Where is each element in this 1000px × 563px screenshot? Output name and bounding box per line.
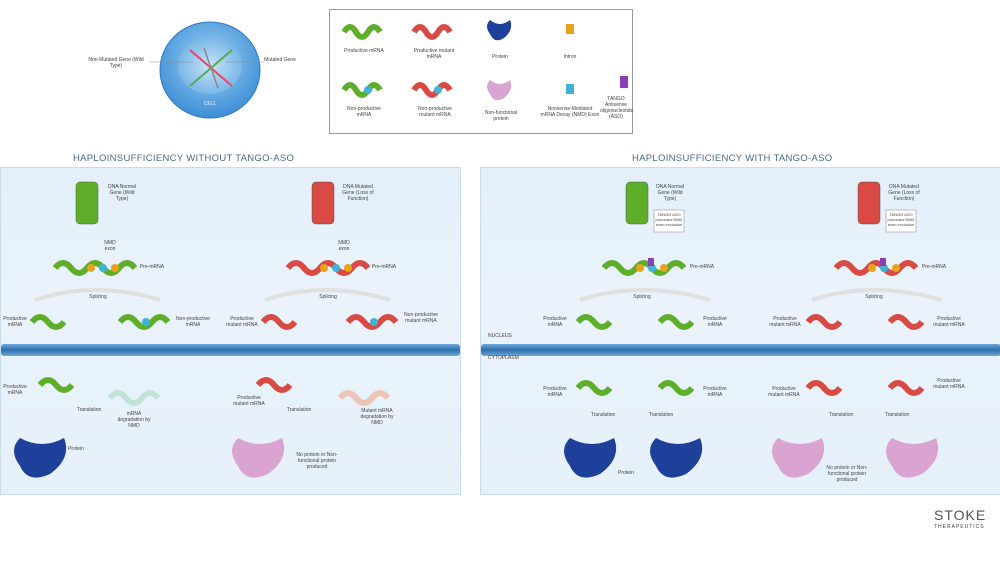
- left-translation-1: Translation: [76, 407, 102, 413]
- right-protein-label: Protein: [618, 470, 634, 476]
- left-nmd-exon-2: NMD exon: [338, 240, 350, 252]
- left-no-protein-label: No protein or Non-functional protein pro…: [296, 452, 338, 470]
- right-productive-mrna-c: Productive mRNA: [543, 386, 567, 398]
- nuclear-membrane-right: [481, 344, 1000, 356]
- left-productive-mrna-cyto: Productive mRNA: [3, 384, 27, 396]
- legend-item-protein: Protein: [492, 54, 508, 60]
- right-translation-b: Translation: [648, 412, 674, 418]
- right-productive-mrna-a: Productive mRNA: [543, 316, 567, 328]
- left-splicing-2: Splicing: [319, 294, 337, 300]
- left-translation-2: Translation: [286, 407, 312, 413]
- cytoplasm-label: CYTOPLASM: [488, 355, 519, 361]
- right-translation-d: Translation: [884, 412, 910, 418]
- left-pre-mrna-1: Pre-mRNA: [139, 264, 165, 270]
- right-productive-mutant-mrna-c: Productive mutant mRNA: [768, 386, 800, 398]
- right-dna-mut-label: DNA Mutated Gene (Loss of Function): [888, 184, 920, 202]
- right-productive-mutant-mrna-a: Productive mutant mRNA: [769, 316, 801, 328]
- cell-right-label: Mutated Gene: [264, 57, 296, 63]
- right-productive-mutant-mrna-d: Productive mutant mRNA: [933, 378, 965, 390]
- legend-item-productive-mrna: Productive mRNA: [344, 48, 384, 54]
- right-splicing-2: Splicing: [865, 294, 883, 300]
- left-productive-mutant-mrna: Productive mutant mRNA: [226, 316, 258, 328]
- right-translation-c: Translation: [828, 412, 854, 418]
- right-splicing-1: Splicing: [633, 294, 651, 300]
- legend-item-non-productive-mrna: Non-productive mRNA: [347, 106, 381, 118]
- legend-item-non-functional-protein: Non-functional protein: [484, 110, 518, 122]
- right-productive-mrna-b: Productive mRNA: [703, 316, 727, 328]
- left-dna-mut-label: DNA Mutated Gene (Loss of Function): [342, 184, 374, 202]
- nuclear-membrane: [1, 344, 460, 356]
- right-aso-note-1: TANGO ASO promotes NMD exon exclusion: [655, 212, 683, 227]
- left-productive-mutant-mrna-cyto: Productive mutant mRNA: [233, 395, 265, 407]
- left-productive-mrna: Productive mRNA: [3, 316, 27, 328]
- right-productive-mrna-d: Productive mRNA: [703, 386, 727, 398]
- legend-item-productive-mutant-mrna: Productive mutant mRNA: [413, 48, 455, 60]
- right-panel-title: HAPLOINSUFFICIENCY WITH TANGO-ASO: [632, 153, 833, 164]
- left-pre-mrna-2: Pre-mRNA: [371, 264, 397, 270]
- nucleus-label: NUCLEUS: [488, 333, 512, 339]
- legend-item-intron: Intron: [563, 54, 577, 60]
- left-mutant-mrna-degradation: Mutant mRNA degradation by NMD: [360, 408, 394, 426]
- left-nmd-exon-1: NMD exon: [104, 240, 116, 252]
- right-pre-mrna-2: Pre-mRNA: [921, 264, 947, 270]
- left-non-productive-mrna: Non-productive mRNA: [176, 316, 210, 328]
- right-dna-wt-label: DNA Normal Gene (Wild Type): [656, 184, 684, 202]
- right-translation-a: Translation: [590, 412, 616, 418]
- left-splicing-1: Splicing: [89, 294, 107, 300]
- right-no-protein-label: No protein or Non-functional protein pro…: [826, 465, 868, 483]
- cell-center-label: CELL: [203, 101, 217, 107]
- company-logo-subtitle: THERAPEUTICS: [934, 524, 985, 530]
- left-mrna-degradation: mRNA degradation by NMD: [117, 411, 151, 429]
- left-non-productive-mutant-mrna: Non-productive mutant mRNA: [404, 312, 438, 324]
- legend-item-nmd-exon: Nonsense-Mediated mRNA Decay (NMD) Exon: [540, 106, 600, 118]
- left-dna-wt-label: DNA Normal Gene (Wild Type): [108, 184, 136, 202]
- right-productive-mutant-mrna-b: Productive mutant mRNA: [933, 316, 965, 328]
- legend-item-tango-aso: TANGO Antisense oligonucleotide (ASO): [600, 96, 634, 120]
- legend: Productive mRNA Productive mutant mRNA P…: [329, 9, 633, 134]
- left-protein-label: Protein: [68, 446, 84, 452]
- right-aso-note-2: TANGO ASO promotes NMD exon exclusion: [887, 212, 915, 227]
- left-panel-title: HAPLOINSUFFICIENCY WITHOUT TANGO-ASO: [73, 153, 295, 164]
- legend-item-non-productive-mutant-mrna: Non-productive mutant mRNA: [418, 106, 452, 118]
- cell-left-label: Non-Mutated Gene (Wild Type): [88, 57, 144, 69]
- right-pre-mrna-1: Pre-mRNA: [689, 264, 715, 270]
- company-logo: STOKE: [934, 507, 987, 523]
